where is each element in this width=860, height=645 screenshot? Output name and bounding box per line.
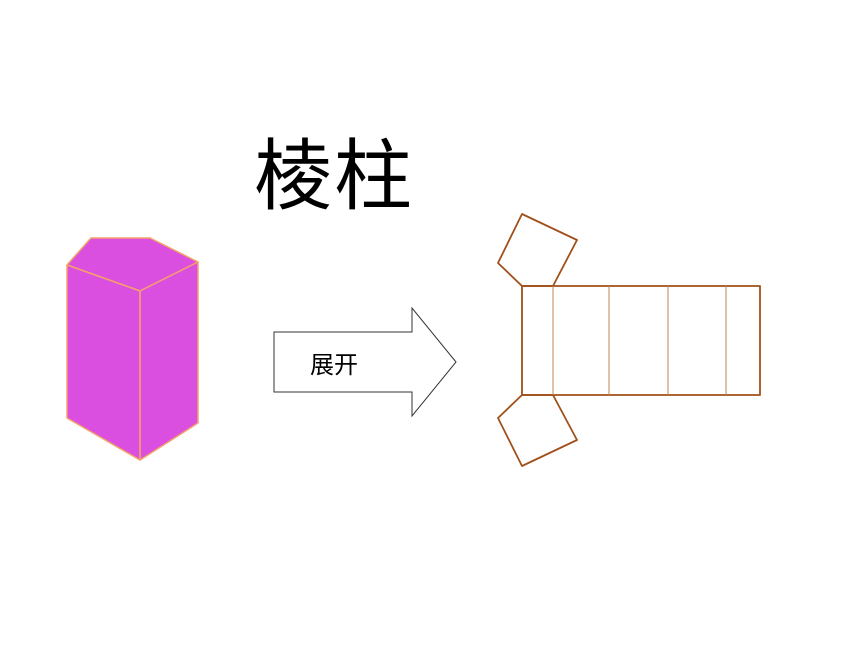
arrow-shape xyxy=(273,306,457,418)
prism-net xyxy=(497,213,761,467)
prism-right-face xyxy=(139,261,199,461)
prism-left-face xyxy=(66,264,141,461)
arrow-label: 展开 xyxy=(310,351,358,379)
net-side-strip xyxy=(521,285,761,396)
net-top-pentagon xyxy=(497,213,578,287)
pentagonal-prism xyxy=(66,237,199,461)
unfold-arrow: 展开 xyxy=(273,306,457,418)
page-title: 棱柱 xyxy=(254,132,415,222)
net-bottom-pentagon xyxy=(497,394,578,467)
